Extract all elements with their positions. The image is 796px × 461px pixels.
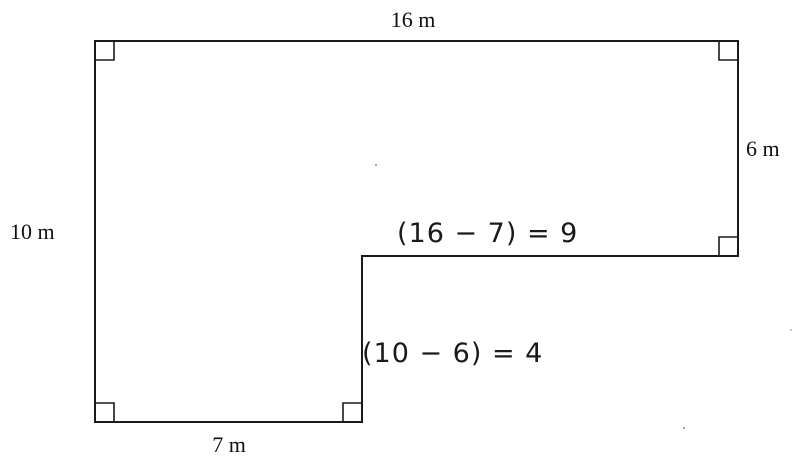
scan-speck	[790, 329, 792, 331]
right-angle-marker-top-right	[718, 41, 738, 61]
bottom-dimension-label: 7 m	[212, 432, 246, 457]
scan-speck	[683, 427, 685, 429]
scan-speck	[375, 164, 377, 166]
right-angle-marker-inner-right	[718, 236, 738, 256]
inner-horizontal-annotation: (16 − 7) = 9	[397, 218, 578, 249]
l-shape-outline	[94, 40, 739, 423]
right-dimension-label: 6 m	[746, 136, 780, 161]
top-dimension-label: 16 m	[391, 7, 436, 32]
right-angle-marker-inner-corner	[342, 402, 362, 422]
inner-vertical-annotation: (10 − 6) = 4	[362, 338, 543, 369]
right-angle-marker-top-left	[95, 41, 115, 61]
right-angle-marker-bottom-left	[95, 402, 115, 422]
left-dimension-label: 10 m	[10, 219, 55, 244]
